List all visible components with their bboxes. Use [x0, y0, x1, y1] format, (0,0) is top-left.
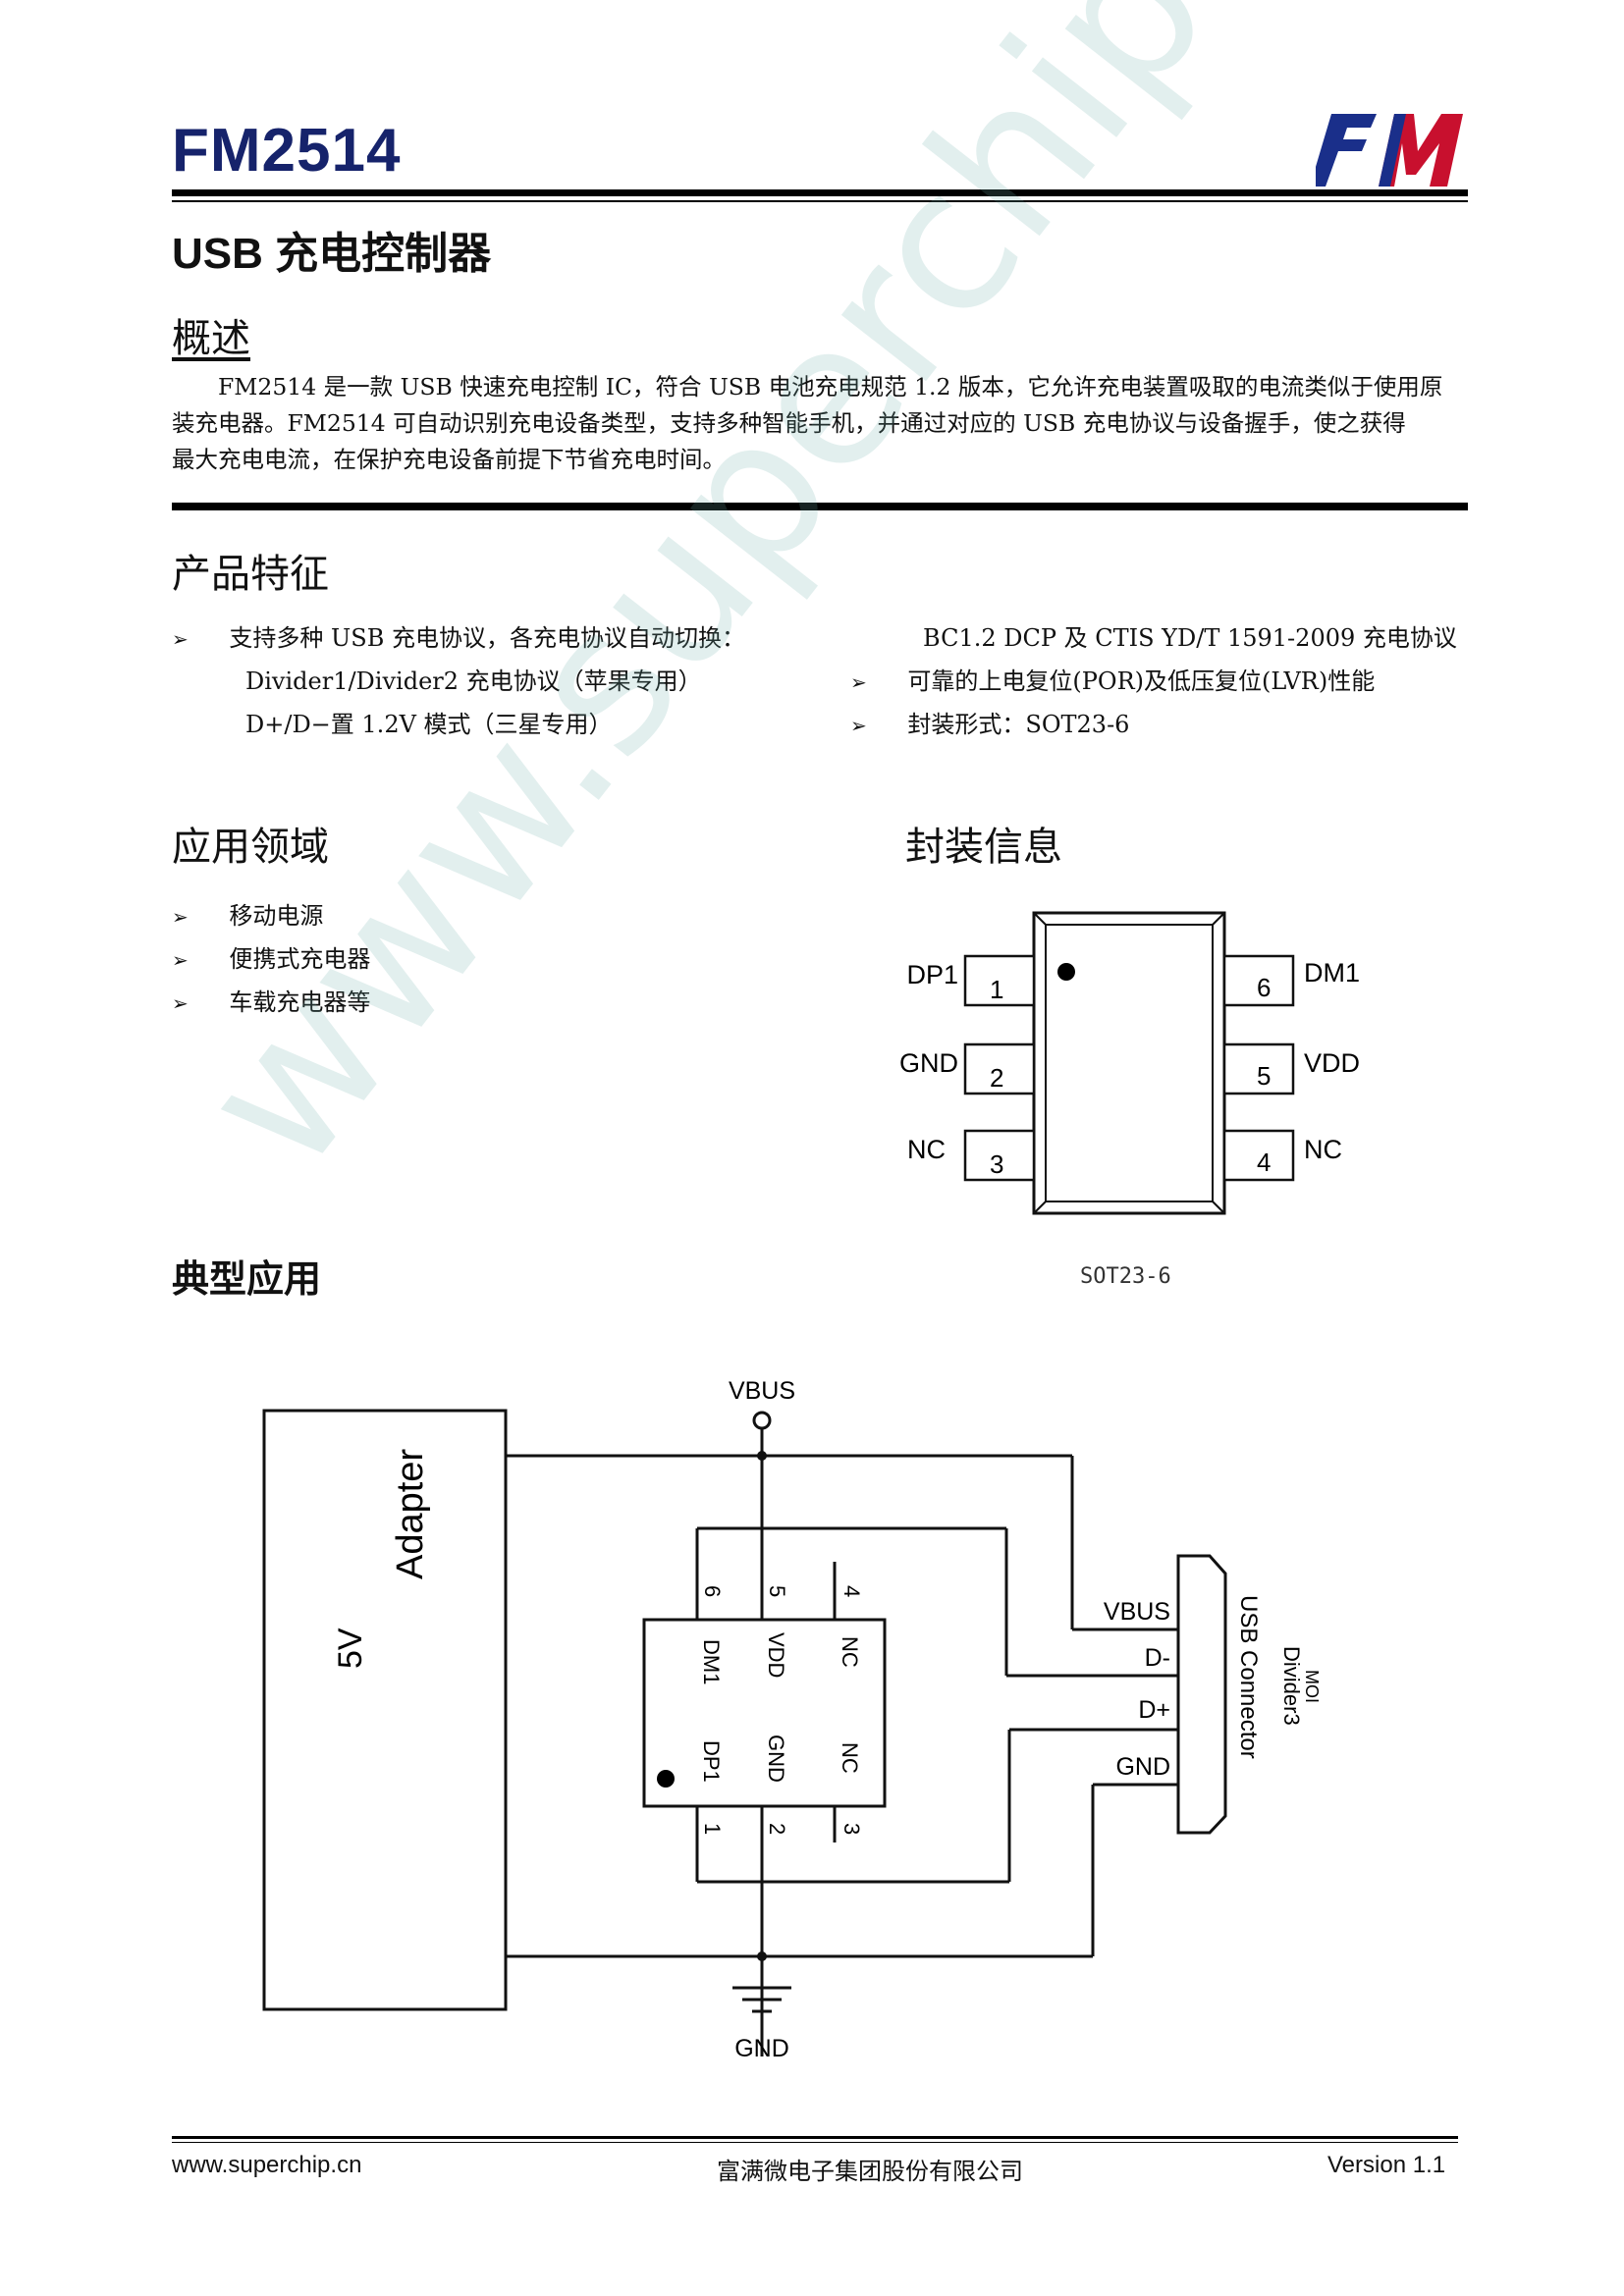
pin-label: NC: [907, 1135, 946, 1164]
pin-number: 6: [1257, 973, 1271, 1002]
application-item: ➢ 移动电源: [172, 896, 323, 931]
feature-item: ➢ 封装形式：SOT23-6: [850, 705, 1129, 739]
ic-pin-number: 4: [839, 1585, 864, 1597]
bullet-icon: ➢: [850, 670, 867, 694]
adapter-box: [262, 1409, 508, 2011]
pin-label: NC: [1304, 1135, 1342, 1164]
ic-pin-label: GND: [764, 1735, 788, 1783]
footer-rule: [172, 2136, 1458, 2139]
footer-website-link[interactable]: www.superchip.cn: [172, 2152, 362, 2178]
overview-line-2: 装充电器。FM2514 可自动识别充电设备类型，支持多种智能手机，并通过对应的 …: [172, 409, 1406, 437]
pin1-marker-dot: [1057, 963, 1075, 981]
bullet-icon: ➢: [850, 714, 867, 737]
feature-text: 封装形式：SOT23-6: [907, 711, 1130, 738]
application-text: 车载充电器等: [229, 988, 371, 1016]
application-item: ➢ 便携式充电器: [172, 939, 370, 974]
pin-number: 2: [990, 1063, 1003, 1093]
ic-pin-number: 3: [839, 1823, 864, 1835]
package-caption: SOT23-6: [1080, 1264, 1171, 1289]
ic-pin-label: DP1: [699, 1740, 724, 1783]
feature-text: 支持多种 USB 充电协议，各充电协议自动切换：: [229, 624, 745, 652]
applications-heading: 应用领域: [172, 825, 329, 870]
bullet-icon: ➢: [172, 948, 189, 972]
connector-vbus-label: VBUS: [1104, 1598, 1170, 1626]
feature-item: ➢ 支持多种 USB 充电协议，各充电协议自动切换：: [172, 618, 745, 653]
application-text: 移动电源: [229, 902, 324, 930]
vbus-label: VBUS: [729, 1377, 795, 1405]
bullet-icon: ➢: [172, 905, 189, 929]
logo-text: FM: [1316, 110, 1318, 111]
features-heading: 产品特征: [172, 552, 329, 597]
overview-line-3: 最大充电电流，在保护充电设备前提下节省充电时间。: [172, 446, 726, 473]
feature-subitem: Divider1/Divider2 充电协议（苹果专用）: [245, 667, 702, 695]
pin-label: GND: [899, 1048, 958, 1078]
header-rule: [172, 189, 1468, 196]
mode-label: MOI: [1302, 1670, 1322, 1703]
overview-line-1: FM2514 是一款 USB 快速充电控制 IC，符合 USB 电池充电规范 1…: [172, 373, 1443, 400]
typical-application-circuit: VBUS GND VBUS D- D+ GND Adapter 5V USB C…: [262, 1377, 1322, 2062]
overview-paragraph: FM2514 是一款 USB 快速充电控制 IC，符合 USB 电池充电规范 1…: [172, 369, 1468, 478]
feature-subitem: BC1.2 DCP 及 CTIS YD/T 1591-2009 充电协议: [923, 624, 1457, 652]
ic-pin-number: 5: [765, 1585, 789, 1597]
overview-heading: 概述: [172, 316, 250, 361]
footer-rule-thin: [172, 2142, 1458, 2143]
bullet-icon: ➢: [172, 991, 189, 1015]
sot23-6-pinout-diagram: 1 2 3 6 5 4 DP1 GND NC DM1 VDD NC: [899, 911, 1360, 1215]
divider-label: Divider3: [1279, 1646, 1304, 1726]
header-rule-thin: [172, 200, 1468, 202]
connector-gnd-label: GND: [1115, 1753, 1170, 1781]
document-code: FM2514: [172, 117, 402, 185]
document-title: USB 充电控制器: [172, 230, 492, 278]
connector-name-label: USB Connector: [1235, 1595, 1262, 1759]
feature-text: 可靠的上电复位(POR)及低压复位(LVR)性能: [907, 667, 1376, 695]
junction-dot: [757, 1951, 767, 1961]
pin-number: 3: [990, 1149, 1003, 1179]
ic-pin-label: VDD: [764, 1632, 788, 1678]
pin-number: 4: [1257, 1148, 1271, 1177]
fm-logo: FM: [1316, 110, 1463, 187]
pin-number: 1: [990, 975, 1003, 1004]
feature-subitem: D+/D−置 1.2V 模式（三星专用）: [245, 711, 613, 738]
ic-pin-number: 6: [700, 1585, 725, 1597]
typical-application-heading: 典型应用: [172, 1257, 322, 1301]
junction-dot: [757, 1451, 767, 1461]
footer-company-name: 富满微电子集团股份有限公司: [717, 2158, 1023, 2185]
connector-dp-label: D+: [1138, 1696, 1170, 1724]
adapter-label: Adapter: [390, 1449, 431, 1579]
footer-version: Version 1.1: [1327, 2152, 1446, 2178]
package-heading: 封装信息: [905, 825, 1062, 870]
ic-pin-number: 2: [765, 1823, 789, 1835]
ic-pin-number: 1: [700, 1823, 725, 1835]
ic-pin-label: NC: [838, 1636, 862, 1668]
application-item: ➢ 车载充电器等: [172, 983, 370, 1017]
application-text: 便携式充电器: [229, 945, 371, 973]
pin-label: DM1: [1304, 958, 1360, 988]
gnd-label: GND: [734, 2035, 789, 2062]
feature-item: ➢ 可靠的上电复位(POR)及低压复位(LVR)性能: [850, 662, 1375, 696]
pin-number: 5: [1257, 1061, 1271, 1091]
ic-pin1-dot: [657, 1770, 675, 1788]
ic-pin-label: DM1: [699, 1639, 724, 1684]
section-divider: [172, 503, 1468, 510]
ic-pin-label: NC: [838, 1742, 862, 1774]
adapter-voltage-label: 5V: [332, 1628, 369, 1669]
bullet-icon: ➢: [172, 627, 189, 651]
pin-label: VDD: [1304, 1048, 1360, 1078]
pin-label: DP1: [906, 960, 958, 989]
connector-dm-label: D-: [1145, 1644, 1170, 1672]
